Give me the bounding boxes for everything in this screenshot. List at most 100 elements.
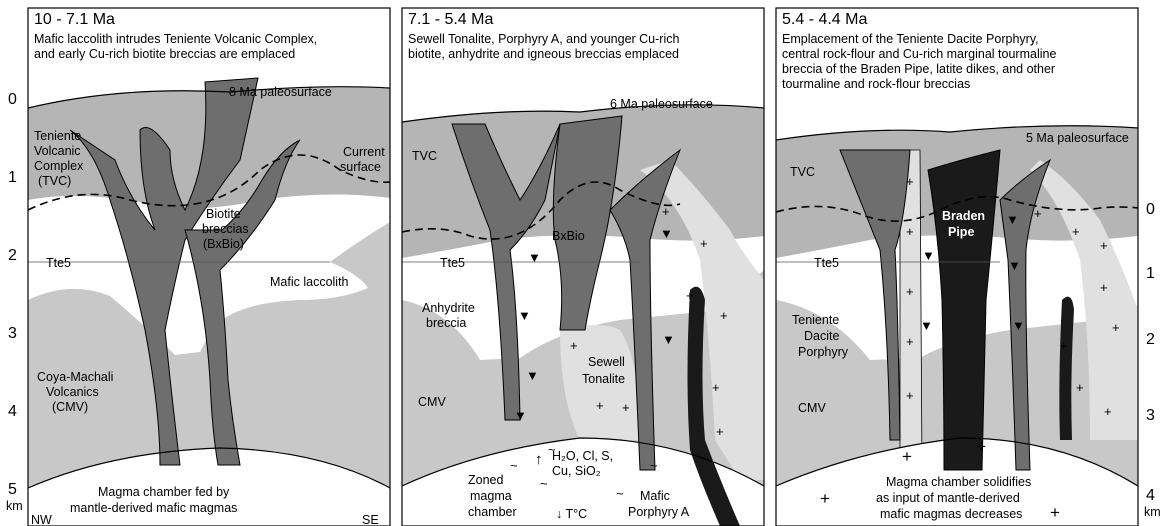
panel-2-paleosurface: 6 Ma paleosurface — [610, 97, 713, 111]
panel-2-cmv-label: CMV — [418, 395, 446, 409]
panel-3-cmv-label: CMV — [798, 401, 826, 415]
svg-text:+: + — [1112, 320, 1120, 335]
panel-1-tvc-label-4: (TVC) — [38, 174, 71, 188]
left-tick-3: 3 — [8, 325, 17, 342]
panel-1-cmv-label-2: Volcanics — [46, 385, 99, 399]
panel-3-dacite-label-1: Teniente — [792, 313, 839, 327]
panel-1-cmv-label-1: Coya-Machali — [37, 370, 113, 384]
svg-text:+: + — [820, 489, 830, 508]
svg-text:+: + — [906, 334, 914, 349]
panel-1-description-line-1: Mafic laccolith intrudes Teniente Volcan… — [34, 32, 317, 46]
svg-text:+: + — [1104, 404, 1112, 419]
panel-2-temp-label: ↓ T°C — [556, 507, 587, 521]
svg-text:+: + — [1100, 280, 1108, 295]
panel-2-sewell-label-1: Sewell — [588, 355, 625, 369]
panel-1-nw-label: NW — [31, 513, 52, 526]
panel-2-fluids-line-1: H₂O, Cl, S, — [552, 449, 613, 463]
panel-1-cmv-label-3: (CMV) — [52, 400, 88, 414]
svg-text:▼: ▼ — [922, 248, 935, 263]
panel-3-magma-label-1: Magma chamber solidifies — [886, 475, 1031, 489]
svg-text:▼: ▼ — [526, 368, 539, 383]
panel-2-fluids-line-2: Cu, SiO₂ — [552, 464, 601, 478]
panel-3-description-line-2: central rock-flour and Cu-rich marginal … — [782, 47, 1056, 61]
left-tick-2: 2 — [8, 247, 17, 264]
panel-2-title: 7.1 - 5.4 Ma — [408, 11, 493, 28]
svg-text:+: + — [976, 437, 986, 456]
panel-1-current-surface-label-1: Current — [343, 145, 385, 159]
left-tick-0: 0 — [8, 91, 17, 108]
panel-1-tvc-label-2: Volcanic — [34, 144, 81, 158]
right-tick-4: 4 — [1146, 487, 1155, 504]
svg-text:~: ~ — [650, 458, 658, 473]
right-tick-3: 3 — [1146, 407, 1155, 424]
svg-text:~: ~ — [540, 476, 548, 491]
svg-text:+: + — [596, 398, 604, 413]
panel-1-magma-label-2: mantle-derived mafic magmas — [70, 501, 237, 515]
svg-text:+: + — [622, 400, 630, 415]
panel-2: +++ +++ +++ ▼▼▼ ▼▼▼ ~~~ ~~ 7.1 - 5.4 Ma … — [402, 8, 764, 526]
panel-1-se-label: SE — [362, 513, 379, 526]
panel-1-title: 10 - 7.1 Ma — [34, 11, 115, 28]
svg-text:+: + — [720, 308, 728, 323]
svg-text:+: + — [1034, 206, 1042, 221]
svg-text:+: + — [1100, 238, 1108, 253]
svg-text:~: ~ — [510, 458, 518, 473]
svg-text:+: + — [712, 380, 720, 395]
panel-1-current-surface-label-2: surface — [340, 160, 381, 174]
panel-1-biotite-label-2: breccias — [202, 222, 249, 236]
left-tick-1: 1 — [8, 169, 17, 186]
panel-2-mafic-porphyry-label-1: Mafic — [640, 489, 670, 503]
svg-text:▼: ▼ — [528, 250, 541, 265]
panel-2-zoned-label-3: chamber — [468, 505, 517, 519]
panel-1-magma-label-1: Magma chamber fed by — [98, 485, 230, 499]
panel-2-sewell-label-2: Tonalite — [582, 372, 625, 386]
left-tick-4: 4 — [8, 403, 17, 420]
panel-3-braden-label-2: Pipe — [948, 225, 974, 239]
svg-text:+: + — [906, 388, 914, 403]
svg-text:▼: ▼ — [660, 226, 673, 241]
panel-1: 10 - 7.1 Ma Mafic laccolith intrudes Ten… — [28, 8, 390, 526]
svg-text:+: + — [902, 447, 912, 466]
panel-3-description-line-4: tourmaline and rock-flour breccias — [782, 77, 970, 91]
panel-3-magma-label-3: mafic magmas decreases — [880, 507, 1022, 521]
panel-3-magma-label-2: as input of mantle-derived — [876, 491, 1020, 505]
panel-3-description-line-1: Emplacement of the Teniente Dacite Porph… — [782, 32, 1039, 46]
svg-text:+: + — [906, 224, 914, 239]
panel-3: +++ +++ ++ +++ ++ ▼▼▼ ▼▼ ++ ++ 5.4 - 4.4… — [776, 8, 1138, 526]
panel-1-tvc-label-1: Teniente — [34, 129, 81, 143]
right-tick-1: 1 — [1146, 265, 1155, 282]
panel-2-up-arrow-icon: ↑ — [535, 451, 543, 468]
panel-2-description-line-1: Sewell Tonalite, Porphyry A, and younger… — [408, 32, 679, 46]
panel-1-paleosurface: 8 Ma paleosurface — [229, 85, 332, 99]
right-tick-2: 2 — [1146, 331, 1155, 348]
svg-text:+: + — [716, 424, 724, 439]
svg-text:~: ~ — [616, 486, 624, 501]
svg-text:▼: ▼ — [920, 318, 933, 333]
svg-text:+: + — [662, 204, 670, 219]
panel-2-tte5-label: Tte5 — [440, 256, 465, 270]
panel-1-biotite-label-3: (BxBio) — [203, 237, 244, 251]
left-depth-axis: 0 1 2 3 4 5 km — [6, 91, 23, 513]
panel-1-biotite-label-1: Biotite — [206, 207, 241, 221]
svg-text:▼: ▼ — [514, 408, 527, 423]
svg-text:+: + — [906, 284, 914, 299]
panel-1-description-line-2: and early Cu-rich biotite breccias are e… — [34, 47, 295, 61]
svg-text:+: + — [1072, 224, 1080, 239]
panel-3-braden-label-1: Braden — [942, 209, 985, 223]
right-unit: km — [1144, 505, 1161, 519]
right-tick-0: 0 — [1146, 201, 1155, 218]
panel-3-dacite-label-2: Dacite — [804, 329, 839, 343]
panel-1-laccolith-label: Mafic laccolith — [270, 275, 349, 289]
panel-3-description-line-3: breccia of the Braden Pipe, latite dikes… — [782, 62, 1055, 76]
panel-2-description-line-2: biotite, anhydrite and igneous breccias … — [408, 47, 679, 61]
svg-text:+: + — [700, 236, 708, 251]
panel-1-tvc-label-3: Complex — [34, 159, 84, 173]
svg-text:▼: ▼ — [1006, 212, 1019, 227]
panel-2-anhydrite-label-1: Anhydrite — [422, 301, 475, 315]
panel-1-tte5-label: Tte5 — [46, 256, 71, 270]
left-unit: km — [6, 499, 23, 513]
left-tick-5: 5 — [8, 481, 17, 498]
panel-2-mafic-porphyry-label-2: Porphyry A — [628, 505, 690, 519]
svg-text:▼: ▼ — [1008, 258, 1021, 273]
